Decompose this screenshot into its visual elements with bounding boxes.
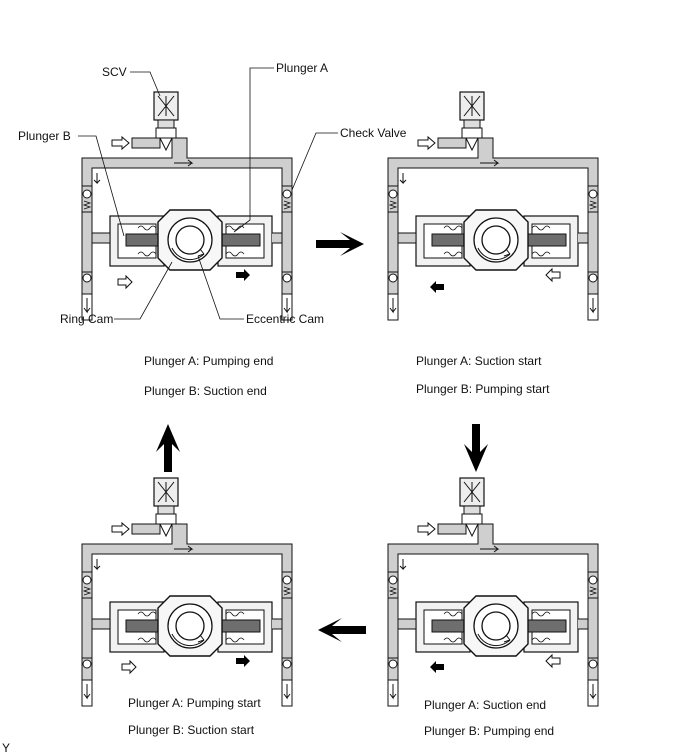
pump-panel-2 — [387, 91, 599, 321]
stage-4-caption-a: Plunger A: Suction end — [424, 698, 546, 712]
pump-panel-4 — [387, 477, 599, 707]
pump-panel-1 — [81, 91, 293, 321]
stage-3-caption-a: Plunger A: Pumping start — [128, 696, 261, 710]
leader-plunger-a — [233, 67, 274, 233]
leader-plunger-b — [78, 135, 125, 237]
leader-scv — [130, 71, 161, 97]
leader-ring-cam — [114, 261, 173, 320]
arrow-right — [316, 232, 364, 256]
label-eccentric-cam: Eccentric Cam — [246, 312, 324, 326]
leader-eccentric-cam — [197, 255, 244, 320]
stage-1-caption-b: Plunger B: Suction end — [144, 384, 267, 398]
label-plunger-b: Plunger B — [18, 129, 71, 143]
label-scv: SCV — [102, 65, 127, 79]
leader-check-valve — [291, 132, 338, 191]
pump-panel-3 — [81, 477, 293, 707]
label-plunger-a: Plunger A — [276, 61, 328, 75]
stage-3-caption-b: Plunger B: Suction start — [128, 723, 255, 737]
stage-4-caption-b: Plunger B: Pumping end — [424, 724, 554, 738]
arrow-down — [464, 424, 488, 472]
arrow-up — [156, 424, 180, 472]
footnote: Y — [2, 741, 10, 755]
label-ring-cam: Ring Cam — [60, 312, 113, 326]
label-check-valve: Check Valve — [340, 126, 407, 140]
stage-2-caption-b: Plunger B: Pumping start — [416, 382, 550, 396]
arrow-left — [318, 618, 366, 642]
stage-2-caption-a: Plunger A: Suction start — [416, 354, 542, 368]
stage-1-caption-a: Plunger A: Pumping end — [144, 354, 273, 368]
